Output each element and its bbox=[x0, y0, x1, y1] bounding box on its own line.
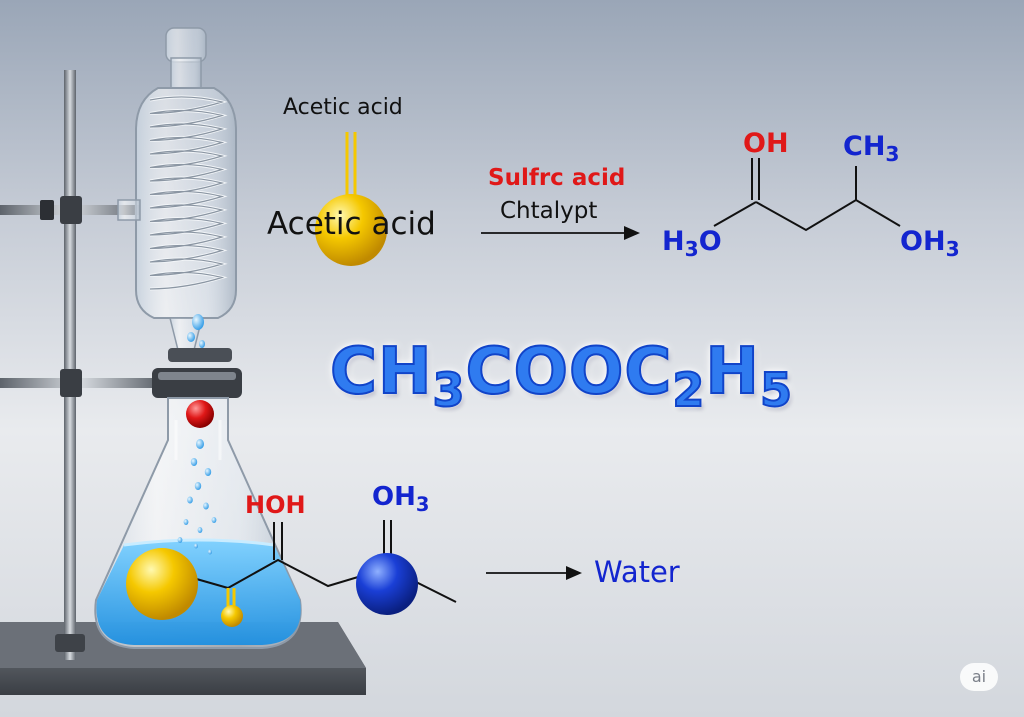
flask-hoh-label: HOH bbox=[245, 491, 306, 519]
droplet bbox=[190, 458, 198, 466]
acetic-acid-small-label: Acetic acid bbox=[283, 95, 403, 120]
stand-rod bbox=[55, 70, 85, 660]
droplet bbox=[194, 482, 202, 490]
droplet bbox=[196, 439, 204, 449]
flask-molecule bbox=[126, 520, 457, 627]
blue-atom bbox=[356, 553, 418, 615]
water-arrow bbox=[486, 566, 582, 580]
ai-badge: ai bbox=[960, 663, 998, 691]
lower-clamp bbox=[0, 369, 160, 397]
ethyl-acetate-formula: CH3COOC2H5 bbox=[329, 335, 794, 417]
water-label: Water bbox=[594, 555, 680, 589]
catalyst-label: Chtalypt bbox=[500, 198, 598, 224]
droplet bbox=[197, 527, 203, 533]
condenser bbox=[117, 27, 237, 351]
flask-oh3-label: OH3 bbox=[372, 482, 430, 516]
product-ch3-label: CH3 bbox=[843, 131, 900, 167]
product-structure-bonds bbox=[713, 158, 901, 232]
droplet bbox=[187, 496, 193, 504]
droplet bbox=[204, 468, 212, 476]
flask-stopper bbox=[152, 348, 242, 398]
erlenmeyer-flask bbox=[94, 397, 302, 649]
droplet bbox=[203, 502, 209, 510]
catalyst-name-label: Sulfrc acid bbox=[488, 165, 626, 191]
acetic-acid-label: Acetic acid bbox=[267, 206, 436, 242]
droplet bbox=[211, 517, 217, 523]
reaction-arrow bbox=[481, 226, 640, 240]
droplet bbox=[194, 543, 198, 549]
acetic-acid-molecule bbox=[315, 132, 387, 266]
upper-clamp bbox=[0, 196, 140, 224]
droplet bbox=[177, 537, 183, 543]
red-atom bbox=[186, 400, 214, 428]
yellow-atom-small bbox=[221, 605, 243, 627]
product-oh-label: OH bbox=[743, 128, 789, 159]
droplet bbox=[208, 549, 212, 555]
product-oh3-label: OH3 bbox=[900, 226, 960, 262]
product-h3o-label: H3O bbox=[662, 226, 722, 262]
flask-droplets bbox=[177, 439, 217, 555]
yellow-atom-large bbox=[126, 548, 198, 620]
droplet bbox=[183, 519, 189, 525]
